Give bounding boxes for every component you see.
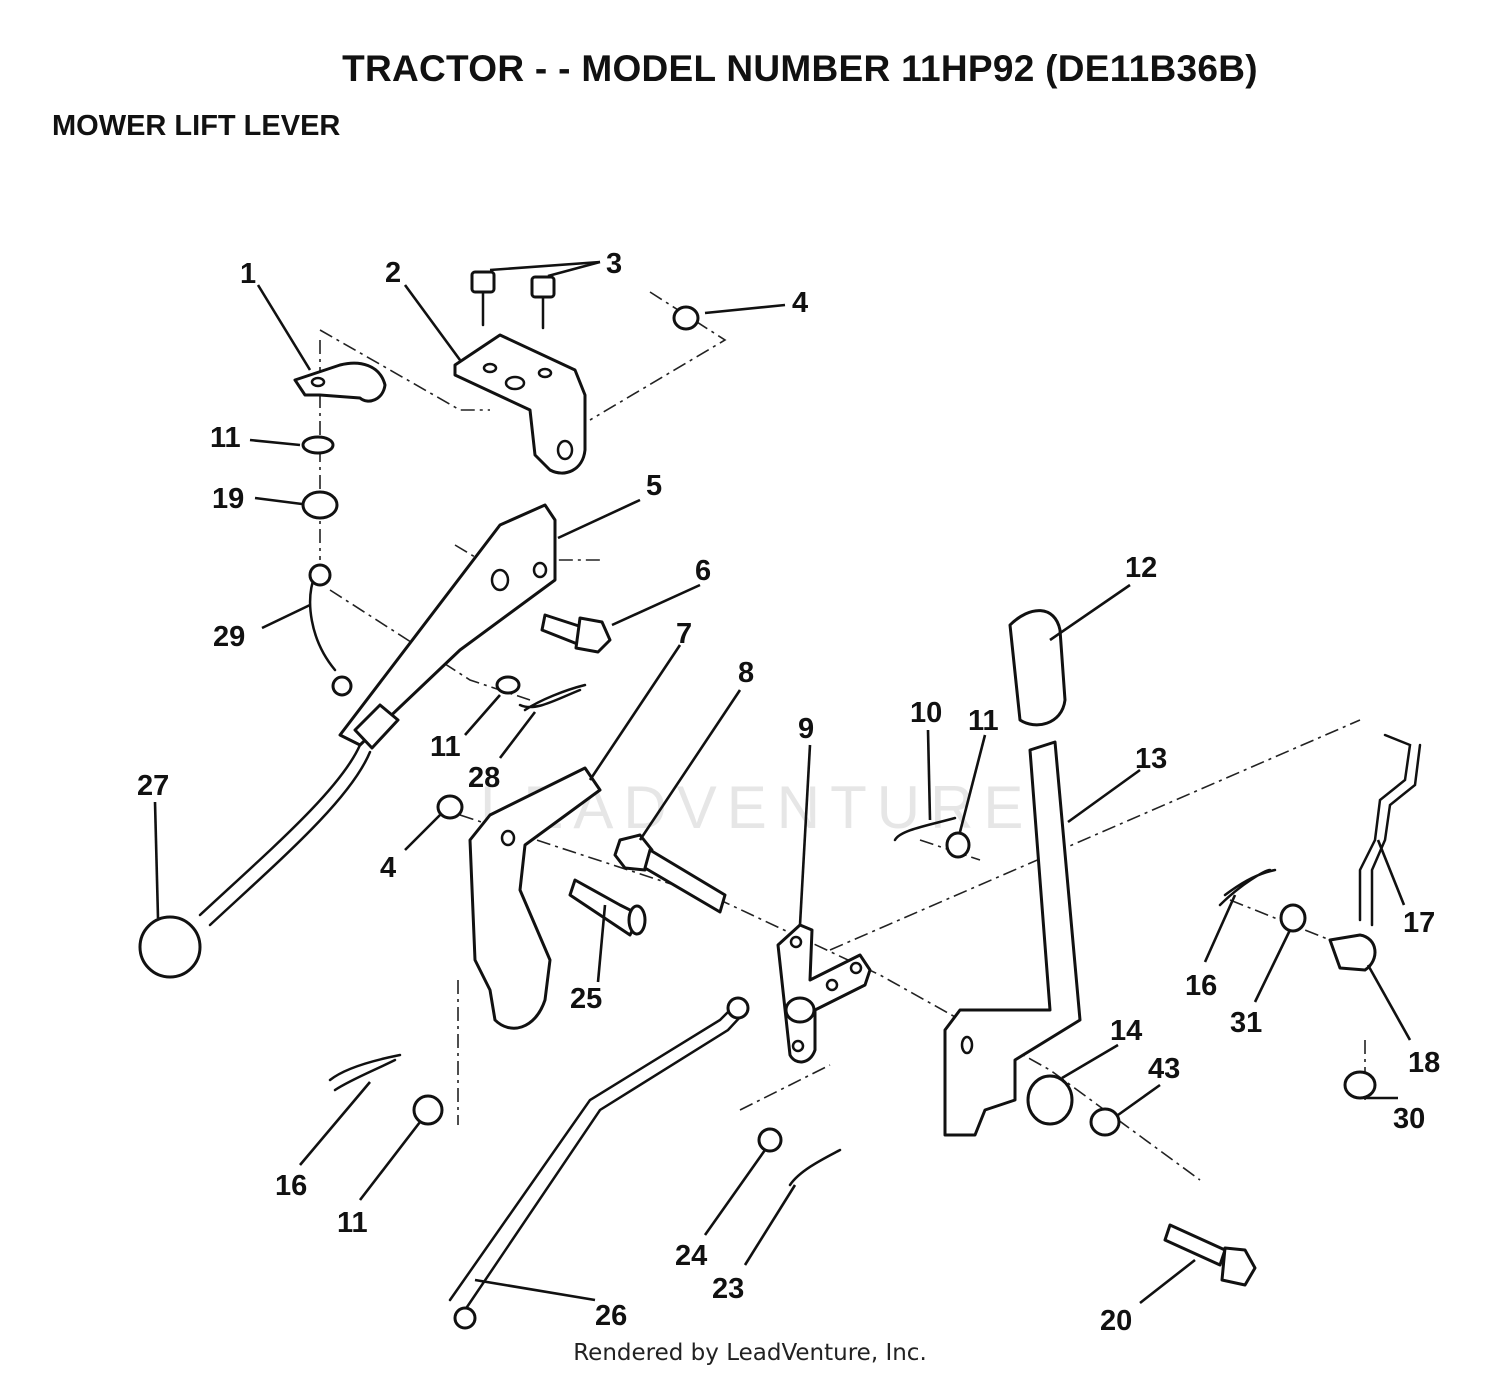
part-lever — [943, 740, 1082, 1137]
callout-1: 1 — [240, 258, 256, 290]
part-sleeve — [568, 878, 647, 937]
callout-29: 29 — [213, 621, 245, 653]
part-pivot-plate — [776, 923, 872, 1064]
callout-25: 25 — [570, 983, 602, 1015]
part-cotter-pin-23 — [788, 1148, 842, 1187]
callout-7: 7 — [676, 618, 692, 650]
callout-11-mid: 11 — [430, 731, 461, 763]
callout-16-left: 16 — [275, 1170, 307, 1202]
part-plate — [468, 766, 602, 1030]
callout-24: 24 — [675, 1240, 707, 1272]
callout-labels: 1 2 3 4 4 5 6 7 8 9 10 11 11 11 11 12 13… — [137, 248, 1440, 1337]
callout-23: 23 — [712, 1273, 744, 1305]
callout-11-top: 11 — [210, 422, 241, 454]
part-bolts — [470, 270, 556, 330]
part-bolt-6 — [540, 613, 612, 654]
part-hairpin — [518, 683, 587, 712]
callout-43: 43 — [1148, 1053, 1180, 1085]
callout-3: 3 — [606, 248, 622, 280]
part-hairpin-16-right — [1218, 868, 1277, 907]
part-handle-grip — [1008, 609, 1067, 727]
alignment-lines — [319, 291, 1366, 1181]
callout-8: 8 — [738, 657, 754, 689]
part-hairpin-16-left — [328, 1053, 402, 1092]
part-swivel — [1328, 933, 1377, 972]
callout-6: 6 — [695, 555, 711, 587]
callout-17: 17 — [1403, 907, 1435, 939]
part-cotter-pin — [893, 816, 957, 842]
callout-4-top: 4 — [792, 287, 808, 319]
callout-18: 18 — [1408, 1047, 1440, 1079]
callout-4-lower: 4 — [380, 852, 396, 884]
part-bolt-20 — [1163, 1223, 1257, 1287]
callout-19: 19 — [212, 483, 244, 515]
part-long-bolt — [613, 833, 727, 914]
callout-26: 26 — [595, 1300, 627, 1332]
callout-11-bottom: 11 — [337, 1207, 368, 1239]
part-link — [308, 563, 353, 697]
callout-2: 2 — [385, 257, 401, 289]
callout-10: 10 — [910, 697, 942, 729]
part-rod-17 — [1358, 733, 1422, 927]
callout-20: 20 — [1100, 1305, 1132, 1337]
part-hardware — [301, 305, 1377, 1153]
footer-credit: Rendered by LeadVenture, Inc. — [573, 1340, 927, 1366]
section-title: MOWER LIFT LEVER — [52, 110, 341, 142]
callout-31: 31 — [1230, 1007, 1262, 1039]
callout-14: 14 — [1110, 1015, 1142, 1047]
callout-13: 13 — [1135, 743, 1167, 775]
part-rod-26 — [448, 996, 750, 1330]
leader-lines — [153, 260, 1412, 1305]
callout-12: 12 — [1125, 552, 1157, 584]
callout-28: 28 — [468, 762, 500, 794]
callout-16-right: 16 — [1185, 970, 1217, 1002]
part-rod-knob — [138, 743, 372, 979]
page-title: TRACTOR - - MODEL NUMBER 11HP92 (DE11B36… — [342, 48, 1258, 89]
part-clip — [293, 361, 387, 403]
callout-5: 5 — [646, 470, 662, 502]
callout-9: 9 — [798, 713, 814, 745]
callout-30: 30 — [1393, 1103, 1425, 1135]
callout-11-right: 11 — [968, 705, 999, 737]
part-lift-arm — [338, 503, 557, 750]
callout-27: 27 — [137, 770, 169, 802]
part-bracket — [453, 333, 587, 475]
